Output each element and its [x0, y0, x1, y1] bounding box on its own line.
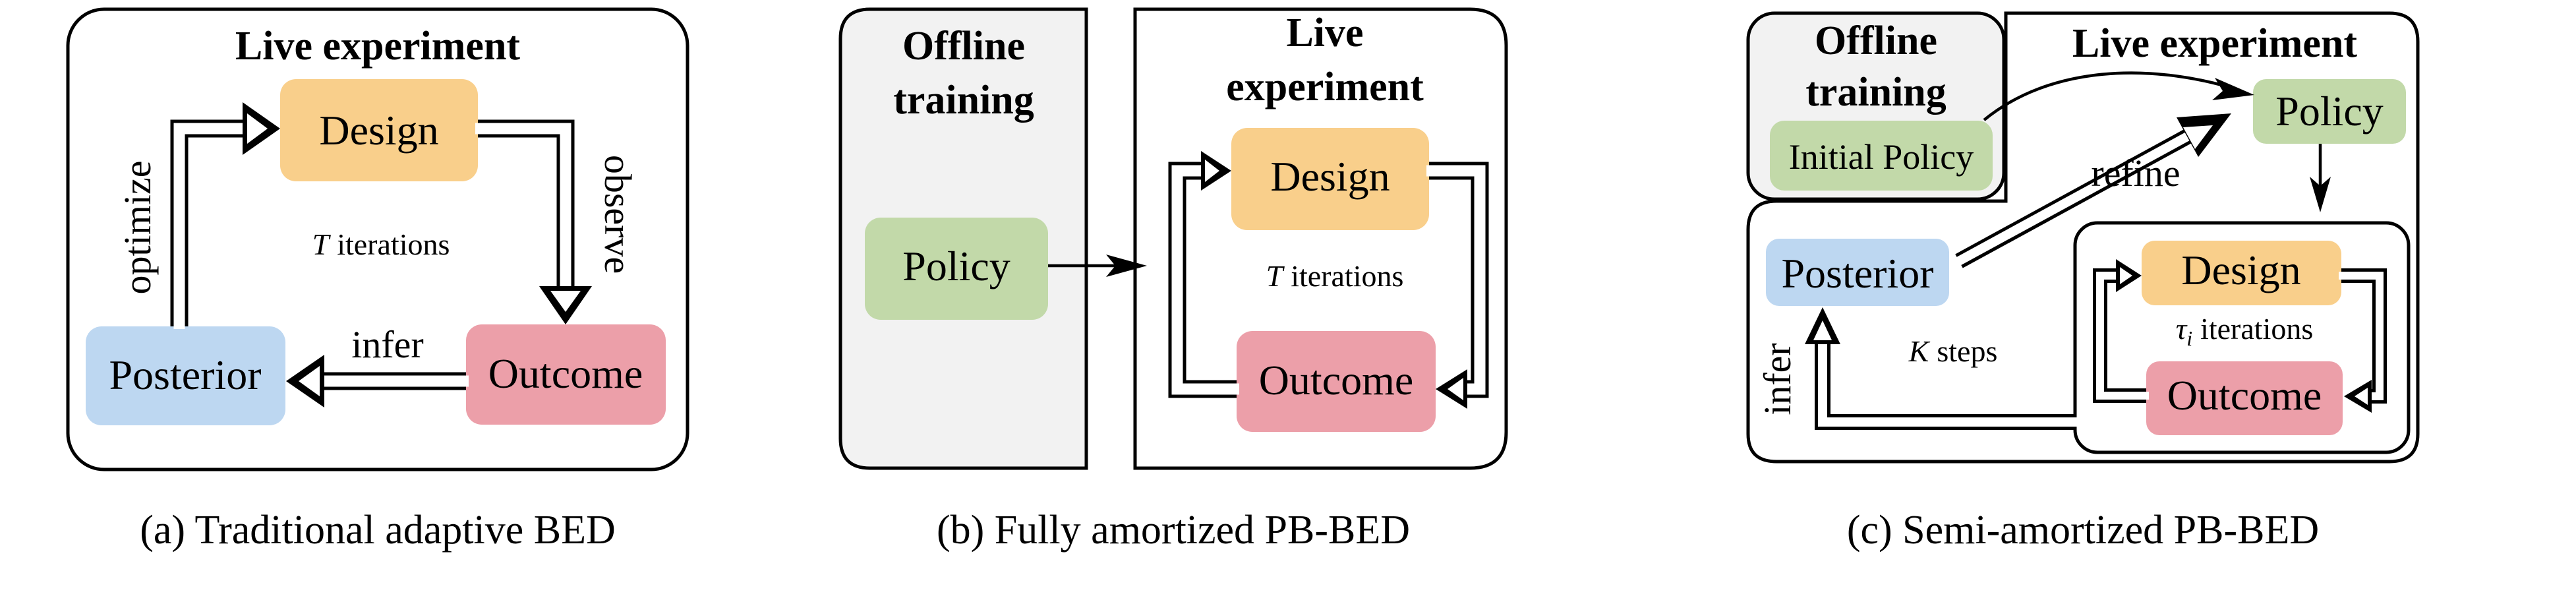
offline-title-line2: training — [1805, 70, 1947, 115]
panel-c-caption: (c) Semi-amortized PB-BED — [1847, 508, 2319, 553]
warm-start-arrowhead — [2212, 78, 2254, 100]
policy-down-arrowhead — [2310, 177, 2331, 212]
iterations-sub: i — [2186, 326, 2192, 350]
outcome-label: Outcome — [2167, 372, 2322, 419]
policy-label: Policy — [902, 243, 1010, 289]
infer-arrow — [286, 355, 469, 408]
offline-title-line1: Offline — [1815, 18, 1937, 63]
panel-a-caption: (a) Traditional adaptive BED — [140, 508, 615, 553]
live-title: Live experiment — [2072, 21, 2358, 66]
optimize-label: optimize — [116, 161, 159, 295]
observe-label: observe — [597, 155, 639, 274]
infer-label: infer — [1756, 343, 1799, 415]
design-label: Design — [1270, 153, 1390, 200]
steps-text: steps — [1937, 334, 1997, 368]
iterations-text: iterations — [2200, 312, 2313, 346]
iterations-var: T — [1266, 259, 1285, 293]
design-loop-arrow — [1168, 151, 1239, 398]
initial-policy-label: Initial Policy — [1789, 137, 1974, 177]
panel-a: Live experiment Design Outcome Posterior… — [66, 7, 689, 553]
posterior-box — [1766, 239, 1949, 306]
inner-observe-arrow — [2339, 268, 2387, 413]
panel-b-caption: (b) Fully amortized PB-BED — [937, 508, 1410, 553]
infer-label: infer — [351, 323, 424, 366]
panel-c: Offline training Initial Policy Live exp… — [1746, 11, 2420, 553]
policy-box — [2253, 79, 2406, 144]
live-title-line2: experiment — [1226, 65, 1424, 109]
outcome-box — [1237, 331, 1436, 432]
design-label: Design — [2181, 247, 2300, 293]
design-box — [1231, 128, 1429, 230]
outcome-label: Outcome — [488, 350, 643, 397]
design-box — [280, 79, 478, 181]
offline-title-line1: Offline — [902, 24, 1025, 69]
outcome-box — [2146, 361, 2343, 435]
observe-loop-arrow — [1426, 162, 1489, 409]
inner-design-arrow — [2093, 259, 2149, 403]
live-title-line1: Live — [1286, 11, 1363, 55]
outcome-box — [466, 324, 666, 425]
refine-label: refine — [2091, 152, 2180, 195]
offline-title-line2: training — [893, 78, 1034, 123]
outcome-label: Outcome — [1259, 357, 1414, 404]
design-box — [2142, 241, 2341, 305]
steps-var: K — [1908, 334, 1931, 368]
observe-arrow — [475, 119, 592, 324]
initial-policy-box — [1770, 121, 1993, 191]
refine-arrow — [1954, 113, 2231, 268]
iterations-var: T — [312, 227, 332, 261]
optimize-arrow — [170, 102, 280, 329]
panel-a-title: Live experiment — [235, 24, 521, 69]
design-label: Design — [319, 107, 438, 154]
posterior-box — [86, 326, 285, 425]
posterior-label: Posterior — [1781, 250, 1933, 297]
policy-label: Policy — [2275, 88, 2384, 135]
iterations-note: τi iterations — [2176, 312, 2314, 350]
policy-down-arrow — [2310, 144, 2331, 212]
iterations-text: iterations — [337, 227, 450, 261]
infer-arrow — [1805, 307, 2078, 430]
policy-box — [865, 218, 1048, 320]
deploy-arrow — [1048, 255, 1147, 277]
warm-start-arrow — [1983, 71, 2254, 121]
posterior-label: Posterior — [109, 351, 261, 398]
panel-b: Offline training Policy Live experiment … — [838, 7, 1508, 553]
deploy-arrowhead — [1106, 255, 1147, 277]
iterations-var: τ — [2176, 312, 2188, 346]
iterations-text: iterations — [1291, 259, 1403, 293]
